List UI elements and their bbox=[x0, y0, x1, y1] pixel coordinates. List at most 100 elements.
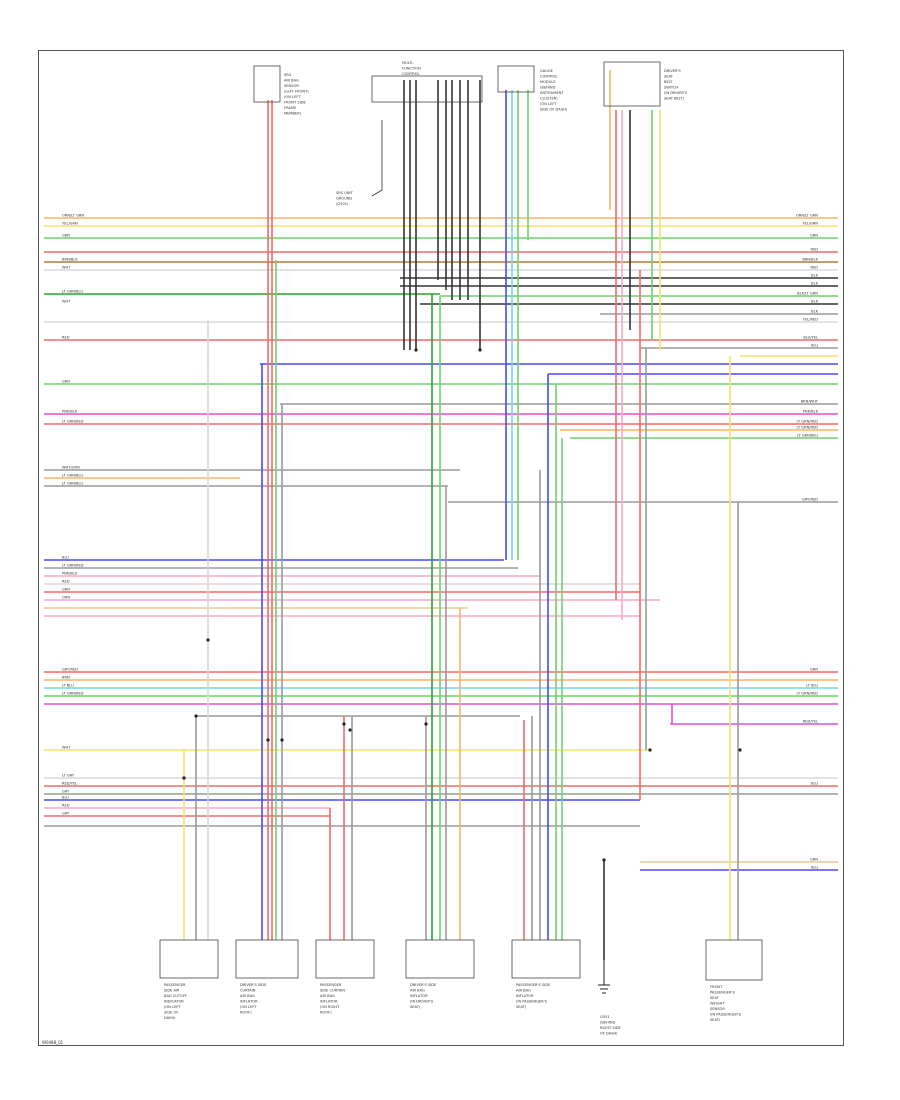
component-label: SWITCH bbox=[664, 86, 678, 90]
wire-label-left: RED/YEL bbox=[62, 782, 77, 786]
wire-label-right: BLU bbox=[811, 866, 818, 870]
wire-label-left: LT GRN/RED bbox=[62, 564, 84, 568]
component-label: INSTRUMENT bbox=[540, 91, 564, 95]
component-label: DASH) bbox=[164, 1016, 176, 1020]
wire-label-right: YEL/GRN bbox=[802, 222, 818, 226]
splice-dot bbox=[342, 722, 346, 726]
splice-dot bbox=[414, 348, 418, 352]
wire-label-left: WHT bbox=[62, 266, 71, 270]
component-box bbox=[705, 939, 763, 981]
wire-label-right: RED/YEL bbox=[803, 720, 818, 724]
component-label: SEAT BELT) bbox=[664, 97, 685, 101]
component-label: (ON LEFT bbox=[540, 102, 557, 106]
wire-label-right: LT GRN/RED bbox=[796, 420, 818, 424]
component-box bbox=[235, 939, 299, 979]
component-label: SENSOR bbox=[284, 84, 299, 88]
splice-dot bbox=[280, 738, 284, 742]
wire-label-left: LT GRY bbox=[62, 774, 75, 778]
splice-dot bbox=[182, 776, 186, 780]
wire-label-right: BLU bbox=[811, 782, 818, 786]
component-label: FRONT SIDE bbox=[284, 101, 307, 105]
wire-label-left: GRN bbox=[62, 380, 70, 384]
wire-label-left: GRY bbox=[62, 812, 70, 816]
wire-label-left: LT GRN/RED bbox=[62, 420, 84, 424]
component-label: FRONT bbox=[710, 985, 723, 989]
splice-dot bbox=[266, 738, 270, 742]
component-label: SEAT) bbox=[410, 1005, 421, 1009]
wire-label-right: BRN/BLK bbox=[802, 258, 818, 262]
ground-lead bbox=[371, 120, 383, 197]
component-label: PASSENGER bbox=[320, 983, 342, 987]
component-label: SRS UNIT bbox=[336, 191, 354, 195]
component-label: INFLATOR bbox=[240, 1000, 258, 1004]
component-label: RIGHT SIDE bbox=[600, 1026, 621, 1030]
component-label: GROUND bbox=[336, 197, 352, 201]
component-label: CONTROL bbox=[402, 72, 420, 76]
component-label: ROOF) bbox=[240, 1011, 252, 1015]
component-label: AIR BAG bbox=[240, 994, 255, 998]
wire-label-left: GRN bbox=[62, 588, 70, 592]
component-box bbox=[159, 939, 219, 979]
splice-dot bbox=[648, 748, 652, 752]
component-label: CURTAIN bbox=[240, 989, 256, 993]
component-label: SENSOR bbox=[710, 1007, 725, 1011]
component-label: (IN PASSENGER'S bbox=[516, 1000, 548, 1004]
wire-label-left: LT GRN/BLU bbox=[62, 290, 83, 294]
wire-label-right: BLK bbox=[811, 282, 818, 286]
wire-label-left: ORN bbox=[62, 596, 70, 600]
component-label: FUNCTION bbox=[402, 67, 421, 71]
component-label: BAG CUTOFF bbox=[164, 994, 187, 998]
component-label: PASSENGER'S bbox=[710, 991, 735, 995]
wire-label-left: RED bbox=[62, 336, 70, 340]
wire-label-left: LT GRN/RED bbox=[62, 692, 84, 696]
component-label: AIR BAG bbox=[516, 989, 531, 993]
wire-label-left: GRN bbox=[62, 234, 70, 238]
wire-label-left: GRY bbox=[62, 790, 70, 794]
wire-label-left: LT GRN/BLU bbox=[62, 474, 83, 478]
wire-label-right: GRN bbox=[810, 668, 818, 672]
wire-label-right: GRN bbox=[810, 858, 818, 862]
component-label: MODULE bbox=[540, 80, 556, 84]
component-box bbox=[405, 939, 475, 979]
component-label: DRIVER'S SIDE bbox=[410, 983, 437, 987]
component-label: ROOF) bbox=[320, 1011, 332, 1015]
wire-label-left: BLU bbox=[62, 796, 69, 800]
splice-dot bbox=[206, 638, 210, 642]
component-label: (ON LEFT bbox=[164, 1005, 181, 1009]
component-label: INFLATOR bbox=[516, 994, 534, 998]
component-label: CONTROL bbox=[540, 75, 558, 79]
wire-label-right: LT GRN/BLU bbox=[797, 434, 818, 438]
wire-label-right: YEL/RED bbox=[803, 318, 818, 322]
splice-dot bbox=[424, 722, 428, 726]
component-label: PASSENGER bbox=[164, 983, 186, 987]
wire-label-right: BLK bbox=[811, 310, 818, 314]
component-label: AIR BAG bbox=[320, 994, 335, 998]
wire-label-right: BLK bbox=[811, 274, 818, 278]
wire-label-left: BRN/BLK bbox=[62, 258, 78, 262]
component-label: SEAT) bbox=[710, 1018, 721, 1022]
wire-label-right: LT BLU bbox=[806, 684, 818, 688]
component-box bbox=[603, 61, 661, 107]
wire-label-left: WHT/GRN bbox=[62, 466, 80, 470]
wire-label-right: GRN bbox=[810, 234, 818, 238]
wire-label-left: BLU bbox=[62, 556, 69, 560]
component-label: SEAT bbox=[664, 75, 674, 79]
wire-label-right: RED bbox=[810, 248, 818, 252]
component-label: DRIVER'S SIDE bbox=[240, 983, 267, 987]
wire-label-left: WHT bbox=[62, 746, 71, 750]
diagram-code: W0488_01 bbox=[42, 1040, 64, 1045]
splice-dot bbox=[194, 714, 198, 718]
component-label: G551 bbox=[600, 1015, 610, 1019]
wire-label-right: PNK/BLK bbox=[803, 410, 819, 414]
wire-label-left: PNK/BLK bbox=[62, 410, 78, 414]
wire-label-right: LT GRN/RED bbox=[796, 426, 818, 430]
component-label: BELT bbox=[664, 80, 673, 84]
component-label: FRAME bbox=[284, 106, 297, 110]
component-label: SIDE CURTAIN bbox=[320, 989, 345, 993]
wire-label-right: BLU bbox=[811, 344, 818, 348]
component-label: (LEFT FRONT) bbox=[284, 90, 309, 94]
component-box bbox=[371, 75, 483, 103]
splice-dot bbox=[738, 748, 742, 752]
wire-label-right: ORN/LT GRN bbox=[796, 214, 818, 218]
wire-label-right: GRY/RED bbox=[802, 498, 818, 502]
